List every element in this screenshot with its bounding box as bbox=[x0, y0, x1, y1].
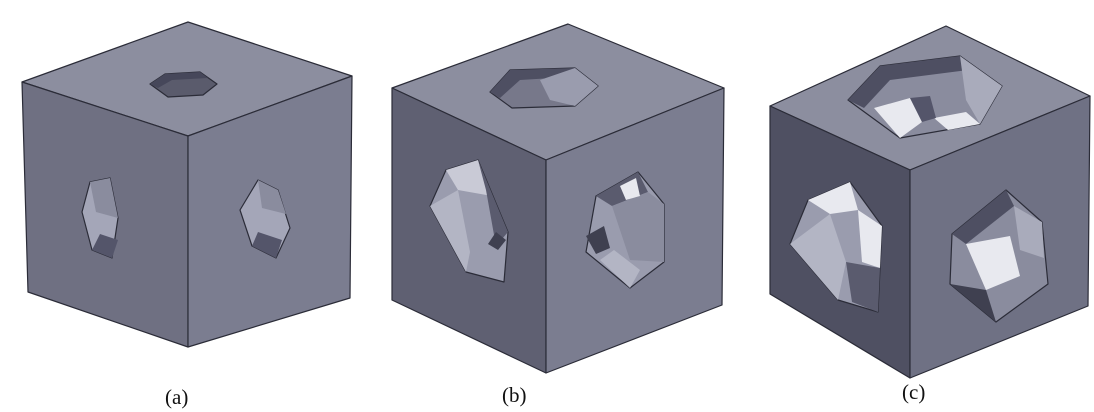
caption-c: (c) bbox=[902, 380, 926, 404]
caption-b: (b) bbox=[502, 383, 527, 407]
caption-a: (a) bbox=[165, 385, 189, 409]
